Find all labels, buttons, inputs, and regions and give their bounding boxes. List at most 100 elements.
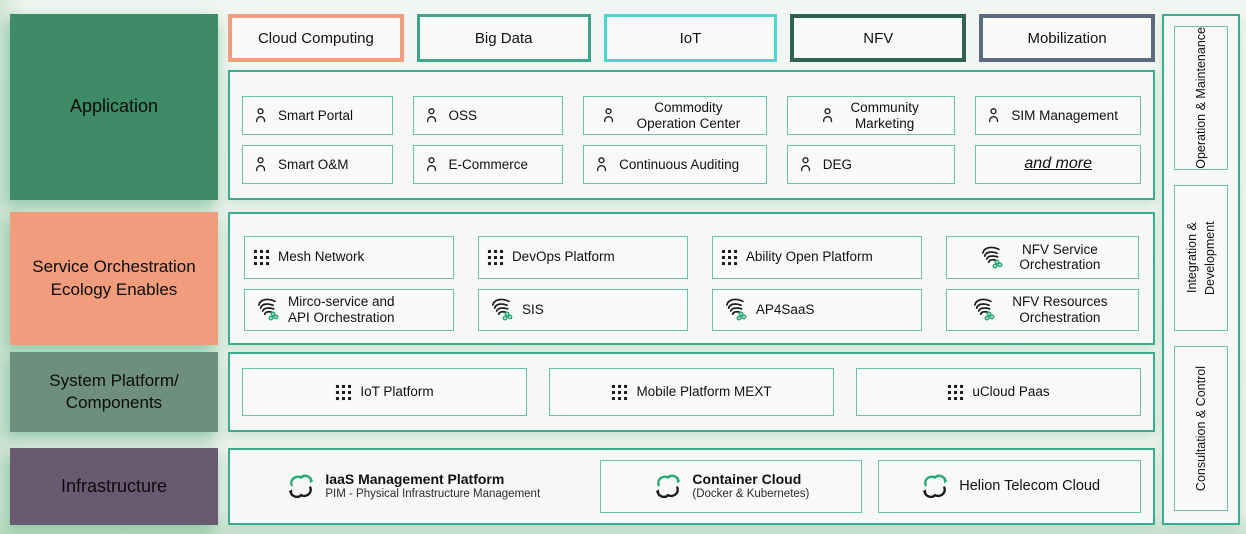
svc-item-label: SIS: [521, 301, 544, 317]
app-item-label: Smart Portal: [278, 107, 354, 123]
infra-item-iaas-management-platform: IaaS Management Platform PIM - Physical …: [242, 460, 584, 513]
svc-item-ap4saas: AP4SaaS: [711, 288, 922, 331]
orchestration-swirl-icon: [487, 296, 514, 323]
row-label-application: Application: [10, 14, 218, 200]
infra-item-subtitle: PIM - Physical Infrastructure Management: [325, 488, 541, 501]
category-cloud-computing: Cloud Computing: [228, 14, 404, 62]
category-nfv: NFV: [790, 14, 967, 62]
application-panel: Smart Portal OSS Commodity Operation Cen…: [228, 70, 1155, 200]
grid-icon: [721, 249, 738, 266]
svc-item-ability-open-platform: Ability Open Platform: [711, 236, 922, 279]
infra-item-title: Helion Telecom Cloud: [959, 478, 1101, 495]
rail-item-integration-development: Integration & Development: [1174, 184, 1228, 331]
row-label-text: System Platform/ Components: [49, 370, 179, 412]
orchestration-swirl-icon: [721, 296, 748, 323]
app-item-label: SIM Management: [1011, 107, 1118, 123]
app-item-community-marketing: Community Marketing: [786, 96, 956, 135]
app-item-commodity-operation-center: Commodity Operation Center: [583, 96, 767, 135]
app-item-label: Community Marketing: [850, 99, 919, 131]
person-icon: [422, 155, 441, 174]
row-label-service-orchestration: Service Orchestration Ecology Enables: [10, 212, 218, 345]
grid-icon: [335, 384, 352, 401]
category-label: Cloud Computing: [257, 29, 374, 47]
app-item-sim-management: SIM Management: [975, 96, 1141, 135]
cloud-sync-icon: [919, 471, 951, 503]
infra-item-container-cloud: Container Cloud (Docker & Kubernetes): [599, 460, 863, 513]
rail-item-consultation-control: Consultation & Control: [1174, 345, 1228, 511]
app-item-label: Commodity Operation Center: [636, 99, 741, 131]
orchestration-swirl-icon: [253, 296, 280, 323]
service-orchestration-panel: Mesh Network DevOps Platform Ability Ope…: [228, 212, 1155, 345]
svc-item-label: NFV Service Orchestration: [1019, 241, 1101, 273]
svc-item-mirco-service-api-orchestration: Mirco-service and API Orchestration: [244, 288, 454, 331]
app-item-oss: OSS: [412, 96, 564, 135]
app-item-e-commerce: E-Commerce: [412, 145, 564, 184]
category-row: Cloud Computing Big Data IoT NFV Mobiliz…: [228, 14, 1155, 62]
grid-icon: [487, 249, 504, 266]
person-icon: [592, 155, 611, 174]
app-item-label: Continuous Auditing: [619, 156, 740, 172]
svc-item-devops-platform: DevOps Platform: [477, 236, 688, 279]
app-item-label: DEG: [822, 156, 853, 172]
side-rail: Operation & Maintenance Integration & De…: [1162, 14, 1240, 525]
app-item-label: OSS: [448, 107, 478, 123]
svc-item-label: Ability Open Platform: [745, 249, 873, 265]
category-label: IoT: [679, 29, 702, 47]
row-label-text: Service Orchestration Ecology Enables: [32, 257, 196, 299]
grid-icon: [253, 249, 270, 266]
svc-item-label: Mesh Network: [278, 249, 365, 265]
infra-item-title: Container Cloud: [692, 471, 802, 488]
category-label: Big Data: [474, 29, 533, 47]
app-item-smart-portal: Smart Portal: [242, 96, 393, 135]
person-icon: [818, 106, 837, 125]
person-icon: [251, 106, 270, 125]
row-label-text: Infrastructure: [60, 475, 168, 496]
person-icon: [599, 106, 618, 125]
orchestration-swirl-icon: [969, 296, 996, 323]
rail-item-label: Consultation & Control: [1193, 365, 1208, 491]
infra-item-title: IaaS Management Platform: [325, 471, 505, 488]
svc-item-label: Mirco-service and API Orchestration: [288, 294, 395, 325]
person-icon: [251, 155, 270, 174]
row-label-system-platform: System Platform/ Components: [10, 352, 218, 432]
sys-item-iot-platform: IoT Platform: [242, 368, 527, 416]
svc-item-nfv-service-orchestration: NFV Service Orchestration: [945, 236, 1139, 279]
sys-item-label: IoT Platform: [360, 384, 434, 400]
rail-item-label: Integration & Development: [1184, 220, 1217, 295]
app-item-label: E-Commerce: [448, 156, 529, 172]
app-item-label: Smart O&M: [278, 156, 349, 172]
cloud-sync-icon: [285, 471, 317, 503]
category-mobilization: Mobilization: [979, 14, 1155, 62]
category-label: Mobilization: [1027, 29, 1107, 47]
svc-item-mesh-network: Mesh Network: [244, 236, 454, 279]
person-icon: [984, 106, 1003, 125]
person-icon: [422, 106, 441, 125]
rail-item-label: Operation & Maintenance: [1193, 27, 1208, 169]
cloud-sync-icon: [652, 471, 684, 503]
app-item-smart-oandm: Smart O&M: [242, 145, 393, 184]
system-platform-panel: IoT Platform Mobile Platform MEXT uCloud…: [228, 352, 1155, 432]
grid-icon: [947, 384, 964, 401]
grid-icon: [611, 384, 628, 401]
sys-item-label: uCloud Paas: [972, 384, 1050, 400]
sys-item-ucloud-paas: uCloud Paas: [856, 368, 1141, 416]
svc-item-label: DevOps Platform: [511, 249, 615, 265]
svc-item-sis: SIS: [477, 288, 688, 331]
infrastructure-panel: IaaS Management Platform PIM - Physical …: [228, 448, 1155, 525]
app-item-deg: DEG: [786, 145, 956, 184]
infra-item-subtitle: (Docker & Kubernetes): [692, 488, 810, 501]
row-label-text: Application: [69, 96, 159, 117]
infra-item-helion-telecom-cloud: Helion Telecom Cloud: [878, 460, 1141, 513]
sys-item-label: Mobile Platform MEXT: [636, 384, 772, 400]
sys-item-mobile-platform-mext: Mobile Platform MEXT: [549, 368, 834, 416]
app-item-continuous-auditing: Continuous Auditing: [583, 145, 767, 184]
svc-item-label: AP4SaaS: [755, 301, 815, 317]
svc-item-label: NFV Resources Orchestration: [1012, 294, 1108, 325]
row-label-infrastructure: Infrastructure: [10, 448, 218, 525]
app-item-label: and more: [1024, 155, 1092, 173]
person-icon: [796, 155, 815, 174]
orchestration-swirl-icon: [977, 244, 1004, 271]
rail-item-operation-maintenance: Operation & Maintenance: [1174, 26, 1228, 170]
app-item-and-more: and more: [975, 145, 1141, 184]
